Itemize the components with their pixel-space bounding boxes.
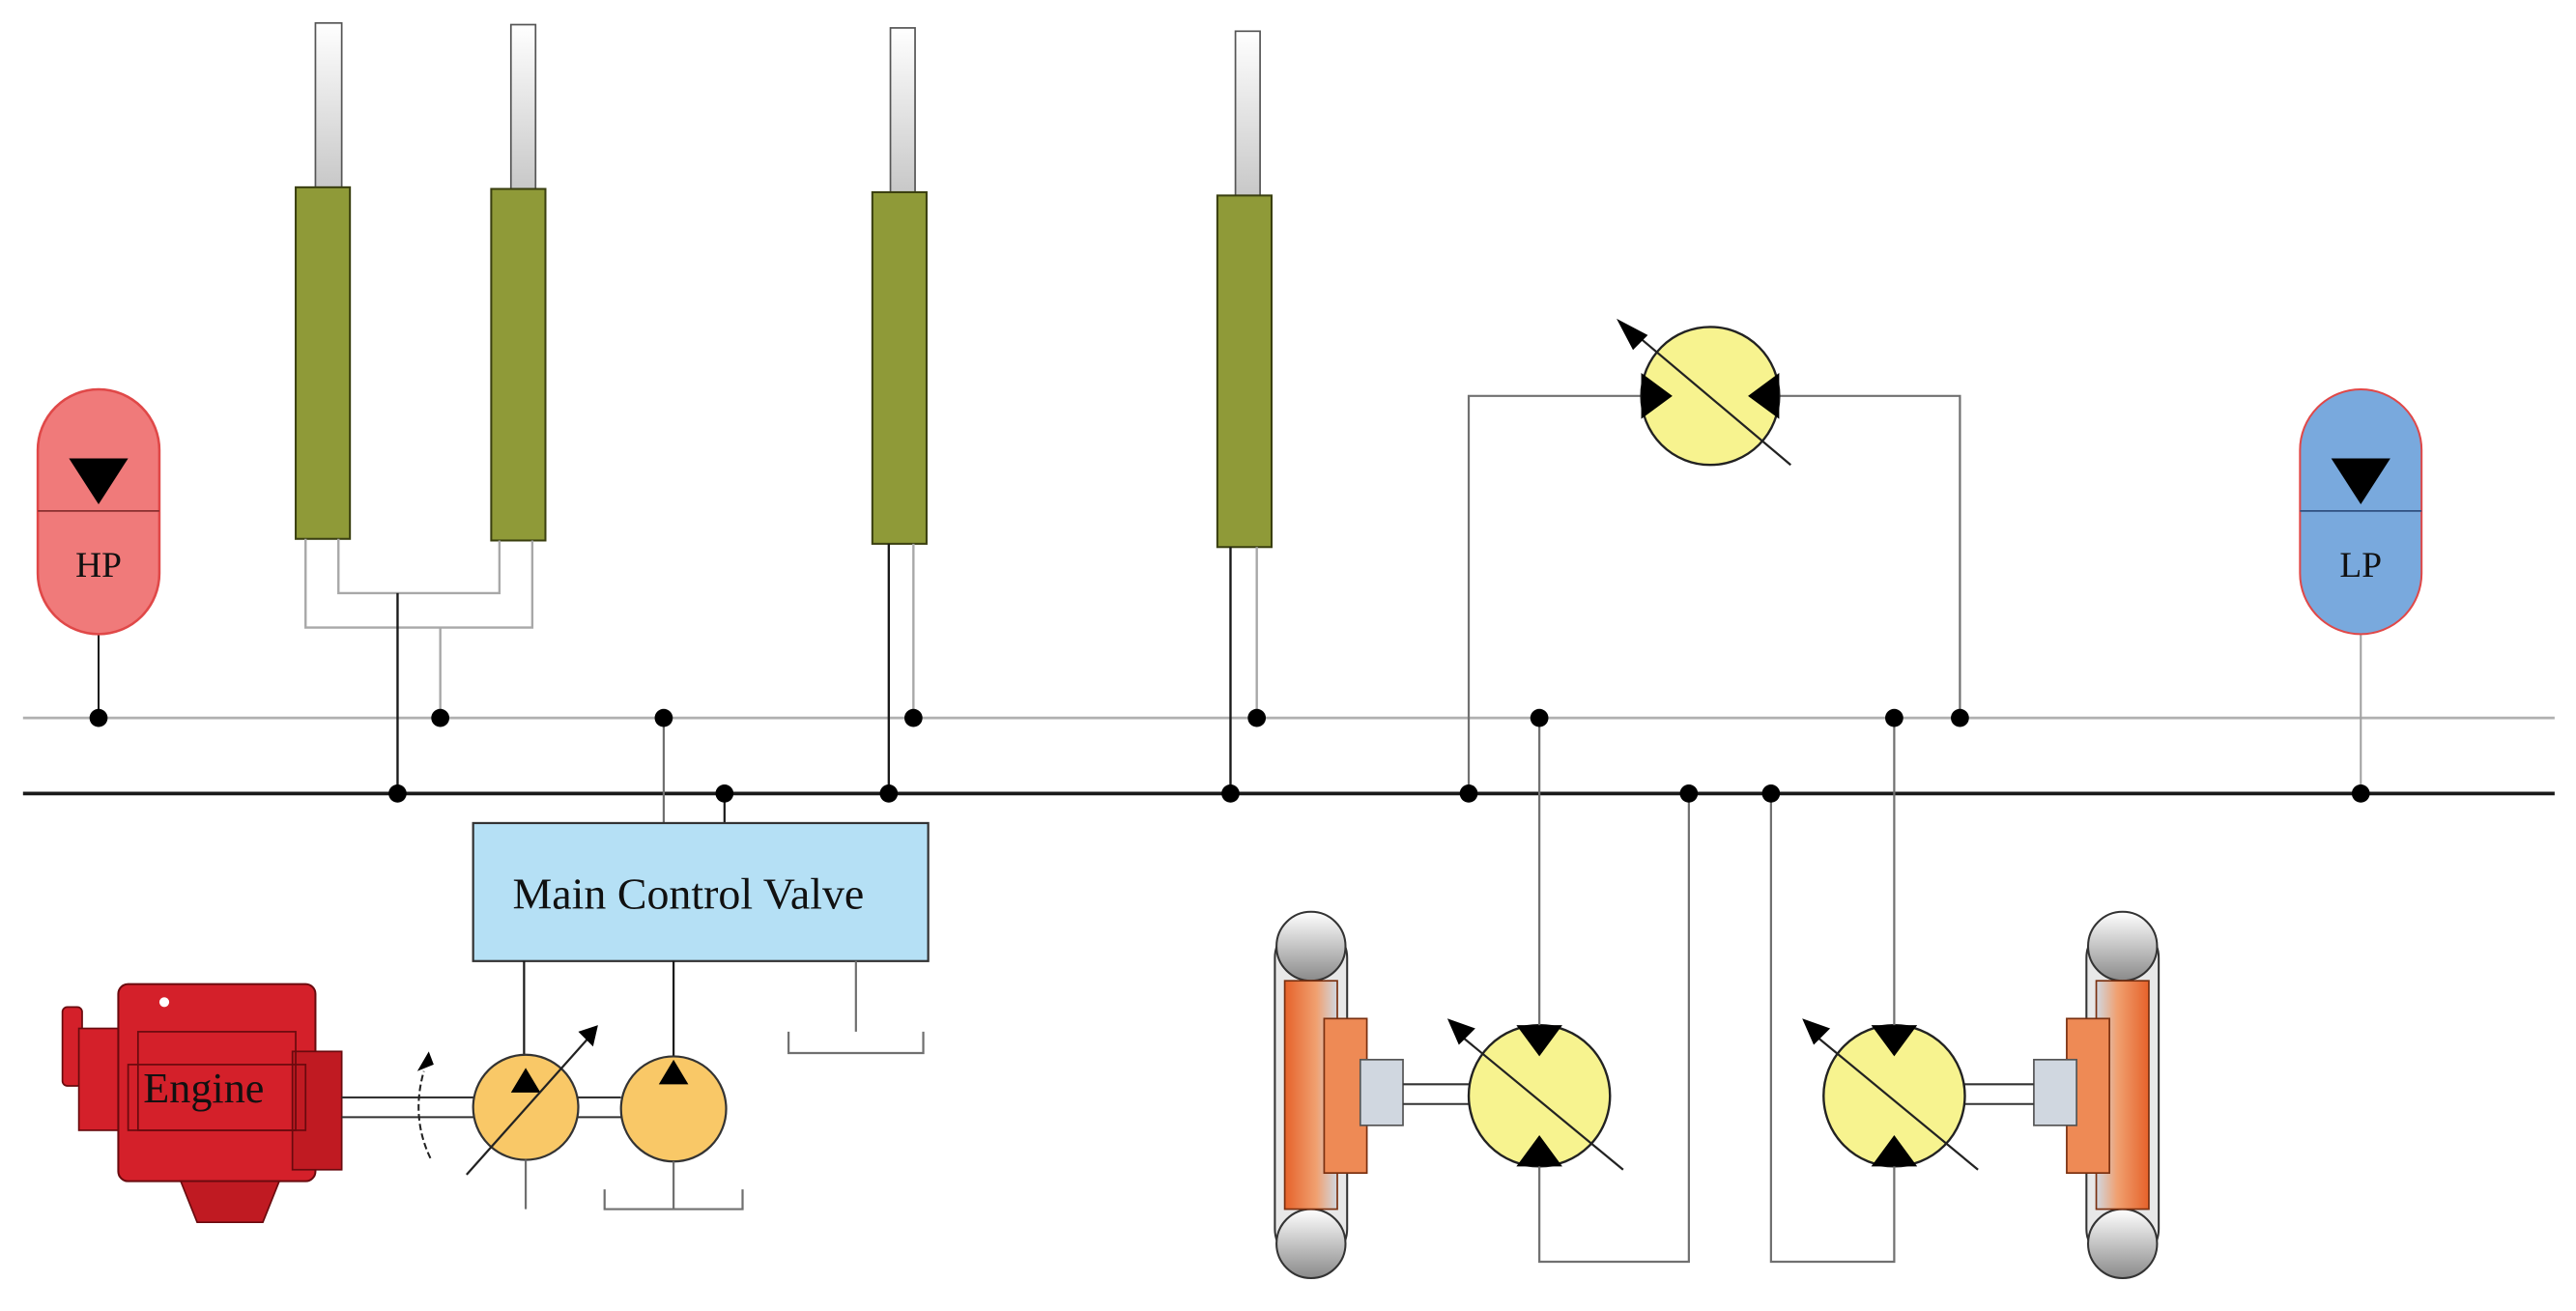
valve-tank-icon [787, 1031, 925, 1055]
cylinder-4-icon [1216, 30, 1274, 549]
left-wheel-icon [1274, 910, 1404, 1280]
top-motor-piping [1467, 394, 1961, 794]
main-control-valve-label: Main Control Valve [513, 869, 865, 918]
right-wheel-icon [2033, 910, 2161, 1280]
cylinder-4-piping [1229, 547, 1258, 794]
right-wheel-shaft [1964, 1083, 2034, 1105]
lp-accumulator-triangle-icon [2331, 458, 2390, 505]
cylinder-1-icon [295, 21, 352, 540]
cylinder-3-icon [871, 27, 928, 545]
cylinder-1-2-piping [304, 538, 534, 794]
hp-accumulator: HP [36, 387, 161, 719]
hp-accumulator-label: HP [75, 546, 122, 585]
variable-motor-icon [1617, 318, 1791, 467]
variable-pump-icon [466, 1025, 598, 1176]
right-wheel-motor-piping [1769, 718, 1896, 1264]
left-wheel-shaft [1403, 1083, 1470, 1105]
rotation-arrow-icon [416, 1051, 434, 1159]
pump-tank-icon [524, 1159, 744, 1211]
fixed-pump-icon [619, 1055, 728, 1210]
engine-icon: Engine [61, 983, 343, 1224]
junction-dots [89, 708, 2370, 803]
wheel-motor-right-icon [1802, 1018, 1979, 1171]
lp-accumulator: LP [2299, 387, 2423, 794]
hp-accumulator-triangle-icon [69, 458, 129, 505]
main-control-valve: Main Control Valve [472, 718, 930, 1069]
cylinder-3-piping [887, 543, 915, 794]
engine-label: Engine [143, 1065, 264, 1112]
lp-accumulator-label: LP [2339, 546, 2382, 585]
cylinder-2-icon [490, 23, 547, 542]
wheel-motor-left-icon [1446, 1018, 1624, 1171]
left-wheel-motor-piping [1538, 718, 1690, 1264]
